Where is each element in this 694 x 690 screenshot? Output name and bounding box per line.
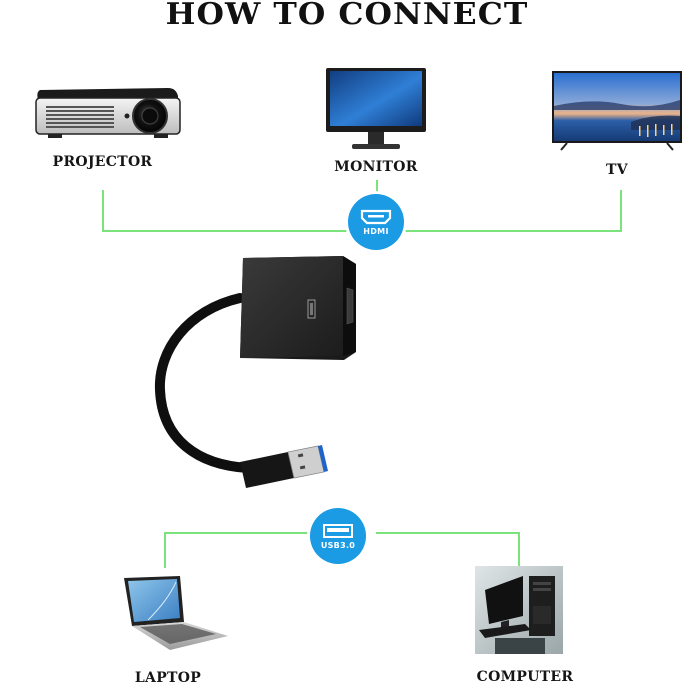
connector-line — [400, 230, 622, 232]
usb-hdmi-adapter-icon — [154, 256, 356, 488]
projector-device — [28, 78, 188, 148]
usb-hdmi-adapter — [148, 240, 368, 520]
connector-line — [518, 532, 520, 568]
connector-line — [620, 190, 622, 232]
connector-line — [102, 230, 360, 232]
tv-device — [551, 70, 683, 152]
projector-icon — [35, 88, 181, 138]
projector-label: PROJECTOR — [52, 154, 153, 170]
connector-line — [164, 532, 166, 568]
laptop-icon — [124, 576, 228, 650]
connector-line — [376, 532, 520, 534]
monitor-icon — [326, 68, 426, 149]
usb-port-icon — [323, 523, 353, 538]
monitor-label: MONITOR — [334, 159, 418, 175]
computer-label: COMPUTER — [476, 669, 574, 685]
connector-line — [376, 180, 378, 196]
connector-line — [102, 190, 104, 232]
page-title: HOW TO CONNECT — [165, 0, 529, 32]
hdmi-port-icon — [360, 209, 392, 224]
usb-badge: USB3.0 — [310, 508, 366, 564]
tv-label: TV — [606, 162, 628, 178]
computer-device — [475, 566, 563, 654]
hdmi-label: HDMI — [363, 226, 389, 236]
tv-icon — [552, 71, 682, 151]
monitor-device — [324, 66, 428, 156]
connector-line — [164, 532, 308, 534]
laptop-label: LAPTOP — [134, 670, 202, 686]
hdmi-badge: HDMI — [348, 194, 404, 250]
usb-label: USB3.0 — [320, 540, 356, 550]
desktop-computer-icon — [475, 566, 563, 654]
laptop-device — [118, 572, 234, 656]
